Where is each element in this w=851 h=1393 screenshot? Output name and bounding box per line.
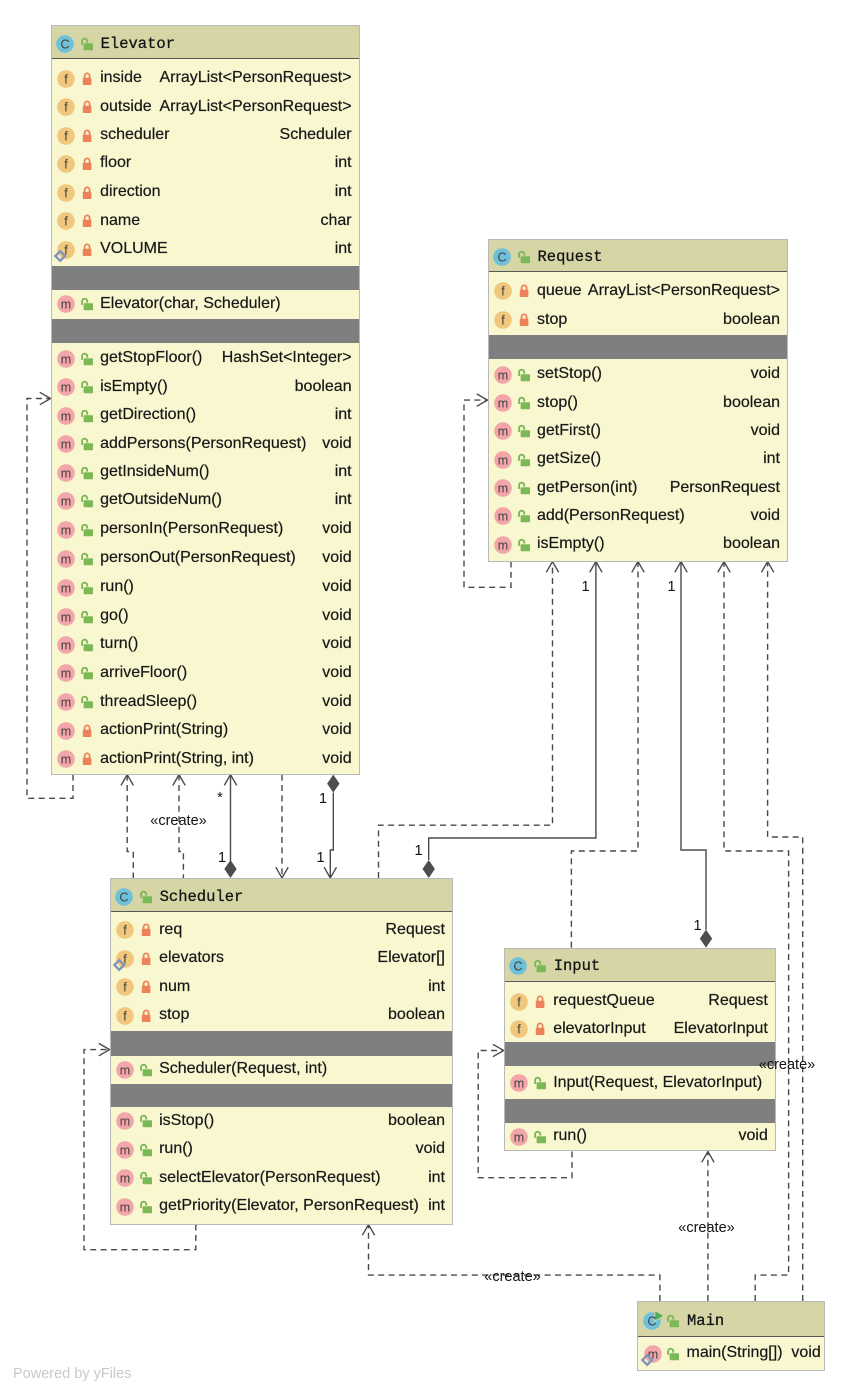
svg-text:f: f xyxy=(517,995,521,1009)
svg-text:m: m xyxy=(61,610,71,624)
svg-text:m: m xyxy=(61,552,71,566)
svg-text:m: m xyxy=(498,368,508,382)
svg-text:m: m xyxy=(61,638,71,652)
svg-text:m: m xyxy=(61,409,71,423)
svg-text:m: m xyxy=(120,1172,130,1186)
svg-text:m: m xyxy=(120,1063,130,1077)
svg-text:m: m xyxy=(61,352,71,366)
svg-text:m: m xyxy=(61,696,71,710)
svg-text:C: C xyxy=(61,38,70,52)
svg-text:f: f xyxy=(64,129,68,143)
svg-text:m: m xyxy=(61,438,71,452)
svg-text:m: m xyxy=(61,523,71,537)
svg-text:m: m xyxy=(61,494,71,508)
svg-text:f: f xyxy=(64,157,68,171)
svg-text:f: f xyxy=(123,924,127,938)
svg-text:f: f xyxy=(501,285,505,299)
svg-text:m: m xyxy=(120,1143,130,1157)
svg-text:m: m xyxy=(514,1077,524,1091)
svg-text:f: f xyxy=(501,314,505,328)
svg-text:m: m xyxy=(61,466,71,480)
svg-text:m: m xyxy=(61,753,71,767)
svg-text:m: m xyxy=(498,397,508,411)
svg-text:C: C xyxy=(647,1314,656,1328)
svg-text:m: m xyxy=(120,1115,130,1129)
svg-text:m: m xyxy=(498,538,508,552)
svg-text:m: m xyxy=(61,381,71,395)
svg-text:m: m xyxy=(61,298,71,312)
svg-text:m: m xyxy=(498,453,508,467)
svg-text:m: m xyxy=(498,482,508,496)
svg-text:m: m xyxy=(498,510,508,524)
svg-text:f: f xyxy=(517,1023,521,1037)
svg-text:C: C xyxy=(120,890,129,904)
svg-text:f: f xyxy=(123,1009,127,1023)
svg-text:f: f xyxy=(64,186,68,200)
svg-text:f: f xyxy=(64,243,68,257)
svg-text:m: m xyxy=(61,724,71,738)
svg-text:m: m xyxy=(514,1130,524,1144)
svg-text:f: f xyxy=(123,952,127,966)
svg-text:C: C xyxy=(514,960,523,974)
svg-text:f: f xyxy=(123,981,127,995)
svg-text:f: f xyxy=(64,72,68,86)
svg-text:m: m xyxy=(120,1200,130,1214)
svg-text:f: f xyxy=(64,215,68,229)
svg-text:m: m xyxy=(61,581,71,595)
svg-text:f: f xyxy=(64,101,68,115)
svg-text:m: m xyxy=(498,425,508,439)
svg-text:C: C xyxy=(497,251,506,265)
svg-text:m: m xyxy=(647,1347,657,1361)
svg-text:m: m xyxy=(61,667,71,681)
